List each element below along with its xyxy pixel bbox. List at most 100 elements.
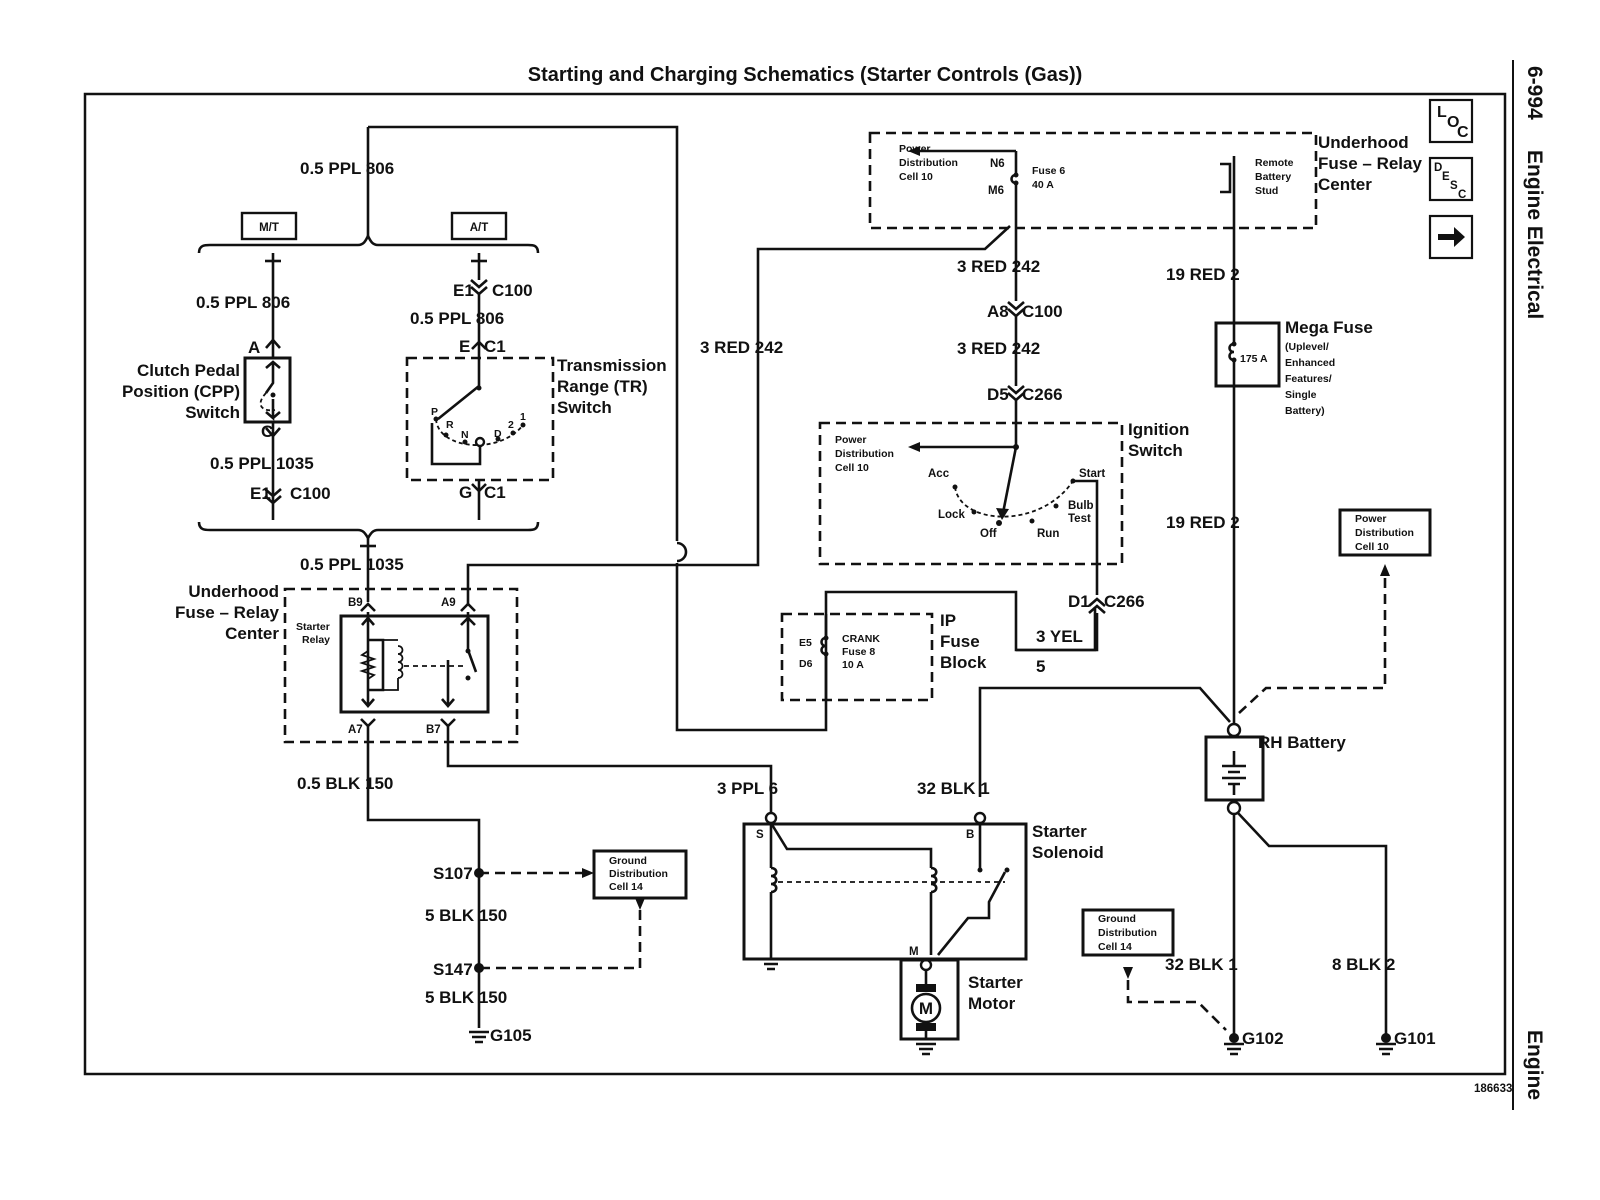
svg-text:Distribution: Distribution — [1355, 527, 1414, 539]
section-title: Engine Electrical — [1523, 150, 1546, 319]
wire-806-at-label: 0.5 PPL 806 — [410, 309, 504, 328]
page-number: 6-994 — [1523, 66, 1546, 120]
wire-32-b-label: 32 BLK 1 — [1165, 955, 1238, 974]
ground-g105-icon — [469, 1030, 489, 1044]
svg-text:Relay: Relay — [302, 634, 330, 646]
tr-switch-label: Transmission — [557, 356, 667, 375]
svg-text:Fuse: Fuse — [940, 632, 980, 651]
svg-text:C1: C1 — [484, 483, 506, 502]
wire-2-a-label: 19 RED 2 — [1166, 265, 1240, 284]
svg-text:N: N — [461, 429, 469, 441]
svg-text:Acc: Acc — [928, 468, 950, 480]
pdc-ign-label: Power — [835, 434, 867, 446]
svg-text:O: O — [1447, 114, 1459, 131]
svg-text:40 A: 40 A — [1032, 179, 1054, 191]
svg-text:Run: Run — [1037, 528, 1059, 540]
svg-text:Features/: Features/ — [1285, 373, 1332, 385]
mega-fuse-label: Mega Fuse — [1285, 318, 1373, 337]
svg-text:E1: E1 — [250, 484, 271, 503]
starter-motor-label: Starter — [968, 973, 1023, 992]
mega-fuse — [1214, 321, 1281, 388]
svg-text:Distribution: Distribution — [1098, 927, 1157, 939]
svg-text:5: 5 — [1036, 657, 1045, 676]
svg-text:Cell 10: Cell 10 — [835, 462, 869, 474]
svg-text:M6: M6 — [988, 185, 1004, 197]
svg-text:E5: E5 — [799, 637, 812, 649]
svg-text:D6: D6 — [799, 658, 813, 670]
svg-text:M: M — [909, 946, 919, 958]
svg-text:C1: C1 — [484, 337, 506, 356]
svg-text:B9: B9 — [348, 597, 363, 609]
pdc-top-label: Power — [899, 143, 931, 155]
loc-button[interactable]: L O C — [1428, 98, 1474, 144]
ufrc-top-label: Underhood — [1318, 133, 1409, 152]
ground-distribution-b — [1081, 908, 1175, 957]
svg-text:P: P — [431, 406, 438, 418]
schematic-title: Starting and Charging Schematics (Starte… — [528, 64, 1083, 86]
svg-text:Bulb: Bulb — [1068, 500, 1094, 512]
ufrc-top — [868, 131, 1318, 230]
svg-text:Block: Block — [940, 653, 987, 672]
svg-text:S: S — [756, 829, 764, 841]
wire-150-b-label: 5 BLK 150 — [425, 906, 507, 925]
svg-text:Switch: Switch — [185, 403, 240, 422]
svg-text:2: 2 — [508, 419, 514, 431]
desc-button[interactable]: D E S C — [1428, 156, 1474, 202]
arrow-right-icon — [1438, 227, 1465, 247]
svg-text:1: 1 — [520, 411, 526, 423]
svg-text:Range (TR): Range (TR) — [557, 377, 648, 396]
fuse6-label: Fuse 6 — [1032, 165, 1065, 177]
wire-242-b-label: 3 RED 242 — [957, 339, 1040, 358]
next-page-button[interactable] — [1428, 214, 1474, 260]
wire-242-a-label: 3 RED 242 — [957, 257, 1040, 276]
svg-text:C: C — [1457, 124, 1469, 141]
svg-text:A/T: A/T — [470, 222, 489, 234]
ufrc-left-label: Underhood — [188, 582, 279, 601]
svg-text:A: A — [248, 338, 260, 357]
svg-text:E1: E1 — [453, 281, 474, 300]
starter-relay-label: Starter — [296, 621, 330, 633]
wire-3yel-label: 3 YEL — [1036, 627, 1083, 646]
ground-g101-icon — [1376, 1033, 1396, 1056]
svg-text:Switch: Switch — [1128, 441, 1183, 460]
ignition-switch-label: Ignition — [1128, 420, 1189, 439]
svg-text:L: L — [1437, 104, 1447, 121]
svg-text:Fuse – Relay: Fuse – Relay — [1318, 154, 1422, 173]
svg-text:Start: Start — [1079, 468, 1105, 480]
svg-text:Distribution: Distribution — [899, 157, 958, 169]
starter-solenoid-label: Starter — [1032, 822, 1087, 841]
svg-text:B7: B7 — [426, 724, 441, 736]
svg-text:G102: G102 — [1242, 1029, 1284, 1048]
svg-text:D: D — [494, 428, 502, 440]
svg-text:Ground: Ground — [1098, 913, 1136, 925]
svg-text:C100: C100 — [1022, 302, 1063, 321]
svg-text:R: R — [446, 419, 454, 431]
tr-switch: P R N D 2 1 — [405, 356, 555, 482]
starter-solenoid — [742, 822, 1028, 971]
svg-text:M/T: M/T — [259, 222, 279, 234]
svg-text:G105: G105 — [490, 1026, 532, 1045]
svg-text:S107: S107 — [433, 864, 473, 883]
svg-text:S147: S147 — [433, 960, 473, 979]
svg-text:M: M — [919, 999, 933, 1018]
splice-s147 — [474, 963, 484, 973]
starter-motor — [899, 958, 960, 1056]
svg-text:E: E — [1442, 171, 1450, 183]
svg-text:Cell 14: Cell 14 — [609, 881, 643, 893]
svg-text:Lock: Lock — [938, 509, 965, 521]
wire-6-label: 3 PPL 6 — [717, 779, 778, 798]
svg-text:Fuse – Relay: Fuse – Relay — [175, 603, 279, 622]
svg-text:Off: Off — [980, 528, 997, 540]
svg-text:A8: A8 — [987, 302, 1009, 321]
svg-text:C100: C100 — [492, 281, 533, 300]
wire-150-a-label: 0.5 BLK 150 — [297, 774, 393, 793]
svg-text:175 A: 175 A — [1240, 353, 1268, 365]
ip-fuse-block — [780, 612, 934, 702]
svg-text:Switch: Switch — [557, 398, 612, 417]
svg-text:(Uplevel/: (Uplevel/ — [1285, 341, 1329, 353]
svg-text:E: E — [459, 337, 470, 356]
wire-1035-label: 0.5 PPL 1035 — [210, 454, 314, 473]
svg-text:Test: Test — [1068, 513, 1091, 525]
svg-text:A7: A7 — [348, 724, 363, 736]
ip-fuse-label: IP — [940, 611, 956, 630]
